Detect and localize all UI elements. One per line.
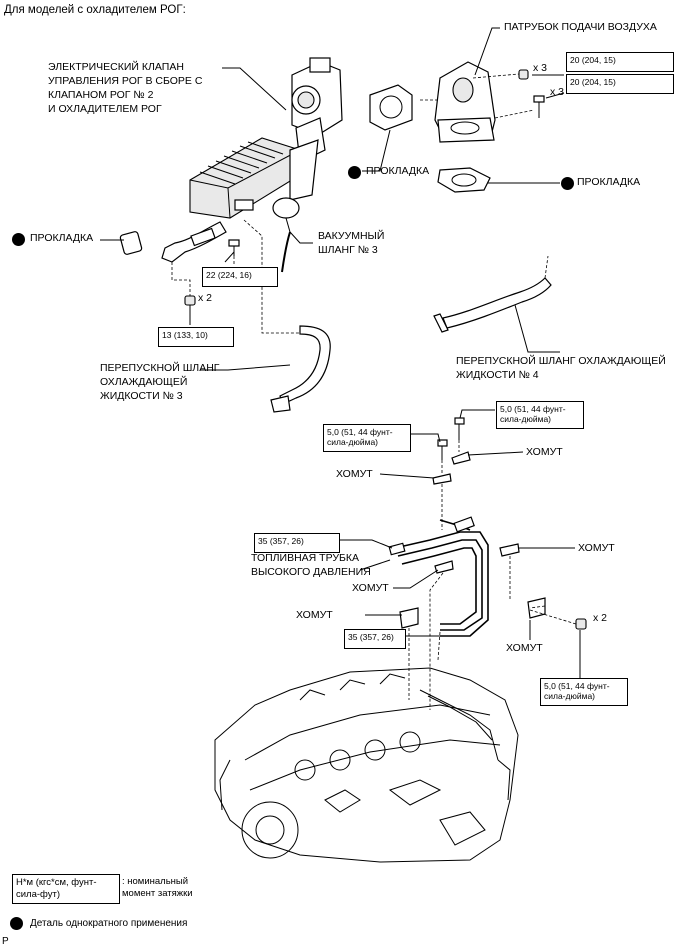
- non-reusable-marker-left: [12, 233, 25, 246]
- bypass-hose-3-label-1: ПЕРЕПУСКНОЙ ШЛАНГ: [100, 362, 220, 374]
- left-gasket-shape: [119, 231, 143, 255]
- leader-t20b: [545, 92, 565, 99]
- bypass-hose-3-label-2: ОХЛАЖДАЮЩЕЙ: [100, 376, 188, 388]
- egr-valve-cooler-assembly: [161, 57, 343, 263]
- legend-unit-desc-2: момент затяжки: [122, 888, 193, 899]
- qty-x2a: x 2: [198, 292, 213, 304]
- clamp-label-2: ХОМУТ: [336, 468, 373, 480]
- right-gasket-shape: [437, 167, 491, 193]
- non-reusable-marker-center: [348, 166, 361, 179]
- air-inlet-label: ПАТРУБОК ПОДАЧИ ВОЗДУХА: [504, 21, 657, 33]
- nut-air-inlet: [518, 69, 529, 80]
- legend-non-reusable-text: Деталь однократного применения: [30, 918, 188, 929]
- leader-egr: [222, 67, 287, 111]
- egr-valve-label-2: УПРАВЛЕНИЯ РОГ В СБОРЕ С: [48, 75, 203, 87]
- bypass-hose-3-shape: [270, 325, 331, 413]
- footer-code: P: [2, 936, 9, 947]
- engine-sketch: [214, 667, 519, 863]
- clamp-label-6: ХОМУТ: [506, 642, 543, 654]
- legend-unit-line-1: Н*м (кгс*см, фунт-: [16, 877, 97, 888]
- torque-box-20b: 20 (204, 15): [566, 74, 674, 94]
- gasket-left-label: ПРОКЛАДКА: [30, 232, 94, 244]
- qty-x3a: x 3: [533, 62, 548, 74]
- leader-clamp2: [379, 473, 435, 479]
- leader-t35a: [336, 539, 393, 549]
- torque-50a-line-1: 5,0 (51, 44 фунт-: [327, 427, 393, 437]
- clamp-label-5: ХОМУТ: [296, 609, 333, 621]
- bolt-air-inlet: [533, 95, 545, 118]
- leader-vacuum: [289, 231, 313, 244]
- leader-t50a: [405, 433, 441, 443]
- vacuum-hose-label-2: ШЛАНГ № 3: [318, 244, 378, 256]
- clamp-label-1: ХОМУТ: [526, 446, 563, 458]
- leader-fuel-pipe: [359, 559, 391, 571]
- legend-non-reusable-dot: [10, 917, 23, 930]
- torque-box-35b: 35 (357, 26): [344, 629, 406, 649]
- bypass-hose-3-label-3: ЖИДКОСТИ № 3: [100, 390, 183, 402]
- torque-50b-line-1: 5,0 (51, 44 фунт-: [500, 404, 566, 414]
- fuel-pipe-label-1: ТОПЛИВНАЯ ТРУБКА: [251, 552, 360, 564]
- vacuum-hose-label-1: ВАКУУМНЫЙ: [318, 230, 385, 242]
- air-inlet-pipe-shape: [434, 61, 496, 143]
- torque-box-13: 13 (133, 10): [158, 327, 234, 347]
- gasket-center-label: ПРОКЛАДКА: [366, 165, 430, 177]
- leader-clamp1: [467, 451, 524, 456]
- torque-50a-line-2: сила-дюйма): [327, 437, 378, 447]
- bolt-22: [228, 239, 240, 256]
- torque-50c-line-2: сила-дюйма): [544, 691, 595, 701]
- bypass-hose-4-shape: [433, 277, 552, 333]
- gasket-right-label: ПРОКЛАДКА: [577, 176, 641, 188]
- leader-air-inlet: [474, 27, 500, 76]
- legend-unit-line-2: сила-фут): [16, 889, 61, 900]
- qty-x3b: x 3: [550, 86, 565, 98]
- leader-hose4: [514, 304, 560, 353]
- torque-box-50c: 5,0 (51, 44 фунт- сила-дюйма): [540, 678, 628, 706]
- torque-50b-line-2: сила-дюйма): [500, 414, 551, 424]
- qty-x2b: x 2: [593, 612, 608, 624]
- leader-gasket-center: [362, 129, 391, 172]
- page-header: Для моделей с охладителем РОГ:: [4, 4, 186, 16]
- leader-t22: [224, 251, 235, 263]
- leader-clamp4: [393, 569, 439, 589]
- leader-hose3: [200, 364, 291, 371]
- non-reusable-marker-right: [561, 177, 574, 190]
- torque-box-20a: 20 (204, 15): [566, 52, 674, 72]
- torque-box-50a: 5,0 (51, 44 фунт- сила-дюйма): [323, 424, 411, 452]
- torque-box-22: 22 (224, 16): [202, 267, 278, 287]
- torque-50c-line-1: 5,0 (51, 44 фунт-: [544, 681, 610, 691]
- clamp-label-3: ХОМУТ: [578, 542, 615, 554]
- egr-valve-label-4: И ОХЛАДИТЕЛЕМ РОГ: [48, 103, 162, 115]
- egr-valve-label-1: ЭЛЕКТРИЧЕСКИЙ КЛАПАН: [48, 61, 184, 73]
- legend-unit-box: Н*м (кгс*см, фунт- сила-фут): [12, 874, 120, 904]
- nut-13: [184, 295, 196, 306]
- vacuum-hose-shape: [281, 231, 291, 273]
- egr-valve-label-3: КЛАПАНОМ РОГ № 2: [48, 89, 154, 101]
- torque-box-35a: 35 (357, 26): [254, 533, 340, 553]
- bypass-hose-4-label-1: ПЕРЕПУСКНОЙ ШЛАНГ ОХЛАЖДАЮЩЕЙ: [456, 355, 666, 367]
- fuel-pipe-assembly: [388, 516, 489, 637]
- leader-t50b: [459, 409, 495, 419]
- center-gasket-shape: [369, 84, 413, 131]
- legend-unit-desc-1: : номинальный: [122, 876, 189, 887]
- clamp-label-4: ХОМУТ: [352, 582, 389, 594]
- fuel-pipe-label-2: ВЫСОКОГО ДАВЛЕНИЯ: [251, 566, 371, 578]
- bypass-hose-4-label-2: ЖИДКОСТИ № 4: [456, 369, 539, 381]
- torque-box-50b: 5,0 (51, 44 фунт- сила-дюйма): [496, 401, 584, 429]
